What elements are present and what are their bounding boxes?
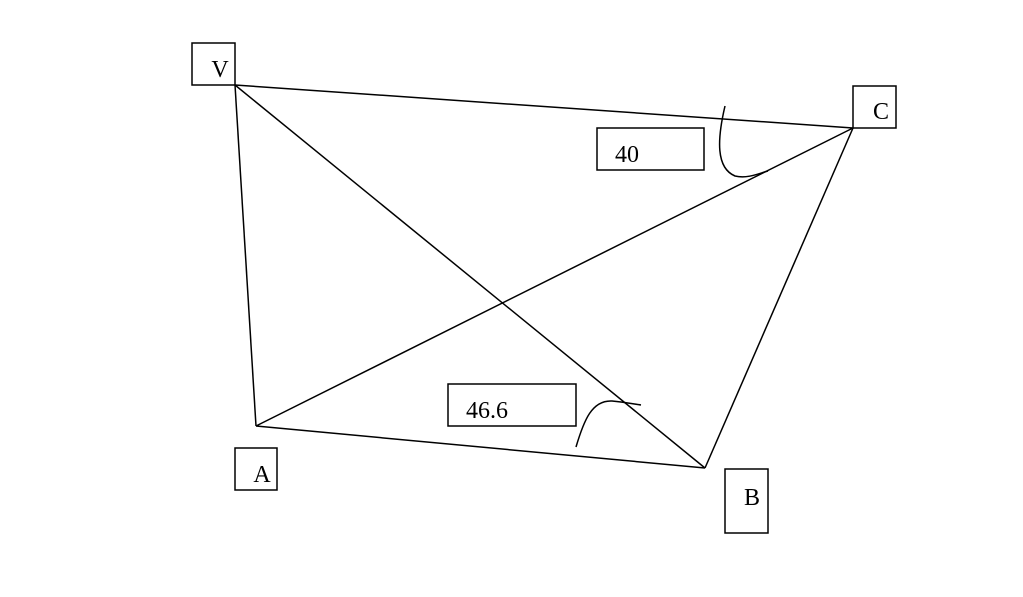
edge-vc (234, 84, 854, 129)
svg-text:A: A (253, 462, 271, 488)
vertex-label-v: V (191, 42, 236, 86)
edge-va (234, 84, 257, 427)
edge-bc (704, 127, 854, 469)
svg-text:46.6: 46.6 (466, 398, 508, 424)
vertex-label-b: B (724, 468, 769, 534)
edge-ab (255, 425, 706, 469)
angle-arc-b (575, 400, 642, 448)
angle-label-b: 46.6 (447, 383, 577, 427)
svg-text:C: C (873, 99, 889, 125)
svg-text:B: B (744, 485, 760, 511)
vertex-label-a: A (234, 447, 278, 491)
angle-arc-c (718, 105, 769, 178)
vertex-label-c: C (852, 85, 897, 129)
svg-text:40: 40 (615, 142, 639, 168)
svg-text:V: V (211, 57, 229, 83)
angle-label-c: 40 (596, 127, 705, 171)
edge-ac (255, 127, 854, 427)
edge-vb (234, 84, 706, 469)
